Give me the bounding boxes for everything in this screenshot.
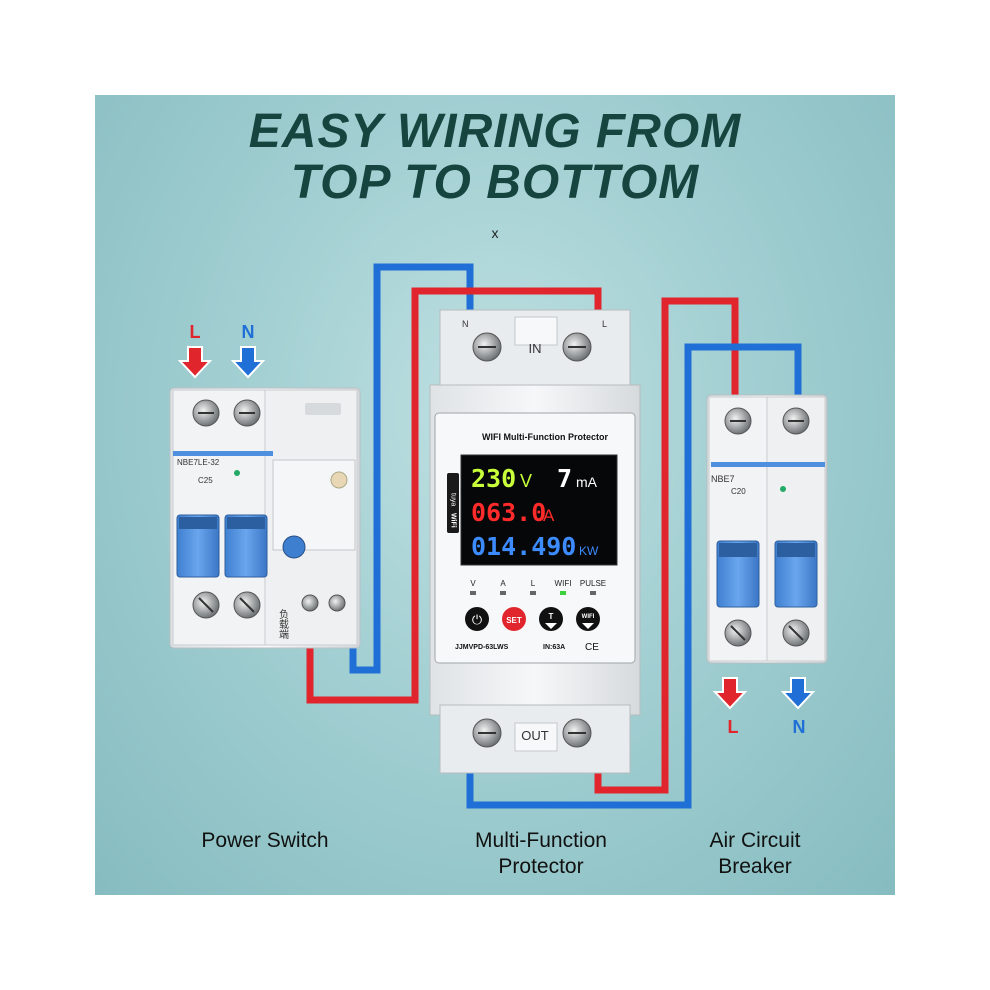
- live-wire-input: [306, 287, 602, 704]
- input-label-n: N: [242, 322, 255, 342]
- protector-device: IN N L WIFI Multi-Function Protector tuy…: [429, 309, 641, 774]
- protector-terminal-n-top: N: [462, 319, 469, 329]
- set-button-label: SET: [506, 616, 522, 625]
- indicator-wifi: WIFI: [555, 579, 572, 588]
- wiring-diagram-svg: NBE7LE-32 C25 负载端 L N: [169, 263, 828, 809]
- caption-breaker-line-2: Breaker: [718, 855, 792, 878]
- input-label-l: L: [190, 322, 201, 342]
- power-switch-model-text: NBE7LE-32: [177, 458, 220, 467]
- neutral-wire-output: [466, 343, 802, 809]
- caption-protector-line-1: Multi-Function: [475, 829, 607, 852]
- output-arrows: L N: [712, 677, 816, 737]
- display-current-unit: A: [543, 506, 555, 525]
- display-leak-unit: mA: [576, 474, 598, 490]
- caption-protector: Multi-Function Protector: [431, 828, 651, 880]
- neutral-wire-input: [349, 263, 474, 674]
- protector-terminal-l-top: L: [602, 319, 607, 329]
- caption-power-switch: Power Switch: [155, 828, 375, 854]
- display-voltage-unit: V: [520, 471, 532, 491]
- headline-line-1: EASY WIRING FROM: [248, 105, 742, 158]
- indicator-pulse: PULSE: [580, 579, 606, 588]
- stray-mark: x: [491, 225, 499, 241]
- caption-breaker-line-1: Air Circuit: [709, 829, 801, 852]
- t-button-label: T: [549, 612, 554, 621]
- indicator-v: V: [470, 579, 476, 588]
- display-power: 014.490: [471, 532, 576, 561]
- output-arrow-live-icon: [712, 677, 748, 710]
- protector-wifi-badge: WiFi: [450, 513, 457, 528]
- protector-in-label: IN: [529, 341, 542, 356]
- caption-power-switch-line: Power Switch: [201, 829, 329, 852]
- protector-out-label: OUT: [521, 728, 549, 743]
- breaker-device: NBE7 C20: [706, 394, 828, 664]
- indicator-a: A: [500, 579, 506, 588]
- product-diagram: EASY WIRING FROM TOP TO BOTTOM x: [95, 95, 895, 895]
- wires: [306, 263, 802, 809]
- caption-breaker: Air Circuit Breaker: [660, 828, 850, 880]
- display-leak-current: 7: [557, 464, 572, 493]
- output-label-l: L: [728, 717, 739, 737]
- output-arrow-neutral-icon: [780, 677, 816, 710]
- display-voltage: 230: [471, 464, 516, 493]
- display-current: 063.0: [471, 498, 546, 527]
- protector-title: WIFI Multi-Function Protector: [482, 432, 608, 442]
- breaker-rating-text: C20: [731, 487, 746, 496]
- indicator-row: V A L WIFI PULSE: [470, 579, 606, 595]
- live-wire-output: [594, 297, 739, 794]
- output-label-n: N: [793, 717, 806, 737]
- protector-rating: IN:63A: [543, 644, 565, 651]
- power-switch-rating-text: C25: [198, 476, 213, 485]
- breaker-model-text: NBE7: [711, 474, 735, 484]
- input-arrow-live-icon: [177, 346, 213, 379]
- caption-protector-line-2: Protector: [498, 855, 584, 878]
- wifi-button-label: WIFI: [582, 614, 595, 620]
- protector-model: JJMVPD-63LWS: [455, 644, 509, 651]
- power-switch-load-text: 负载端: [277, 608, 289, 640]
- power-button-icon: ⏻: [472, 612, 482, 627]
- headline-line-2: TOP TO BOTTOM: [290, 156, 700, 209]
- display-power-unit: KW: [579, 544, 599, 558]
- input-arrow-neutral-icon: [230, 346, 266, 379]
- protector-ce-mark: CE: [585, 642, 599, 653]
- protector-buttons: ⏻ SET T WIFI: [465, 607, 600, 631]
- input-arrows: L N: [177, 322, 266, 379]
- power-switch-device: NBE7LE-32 C25 负载端: [169, 387, 361, 649]
- indicator-l: L: [531, 579, 536, 588]
- protector-brand: tuya: [450, 493, 457, 506]
